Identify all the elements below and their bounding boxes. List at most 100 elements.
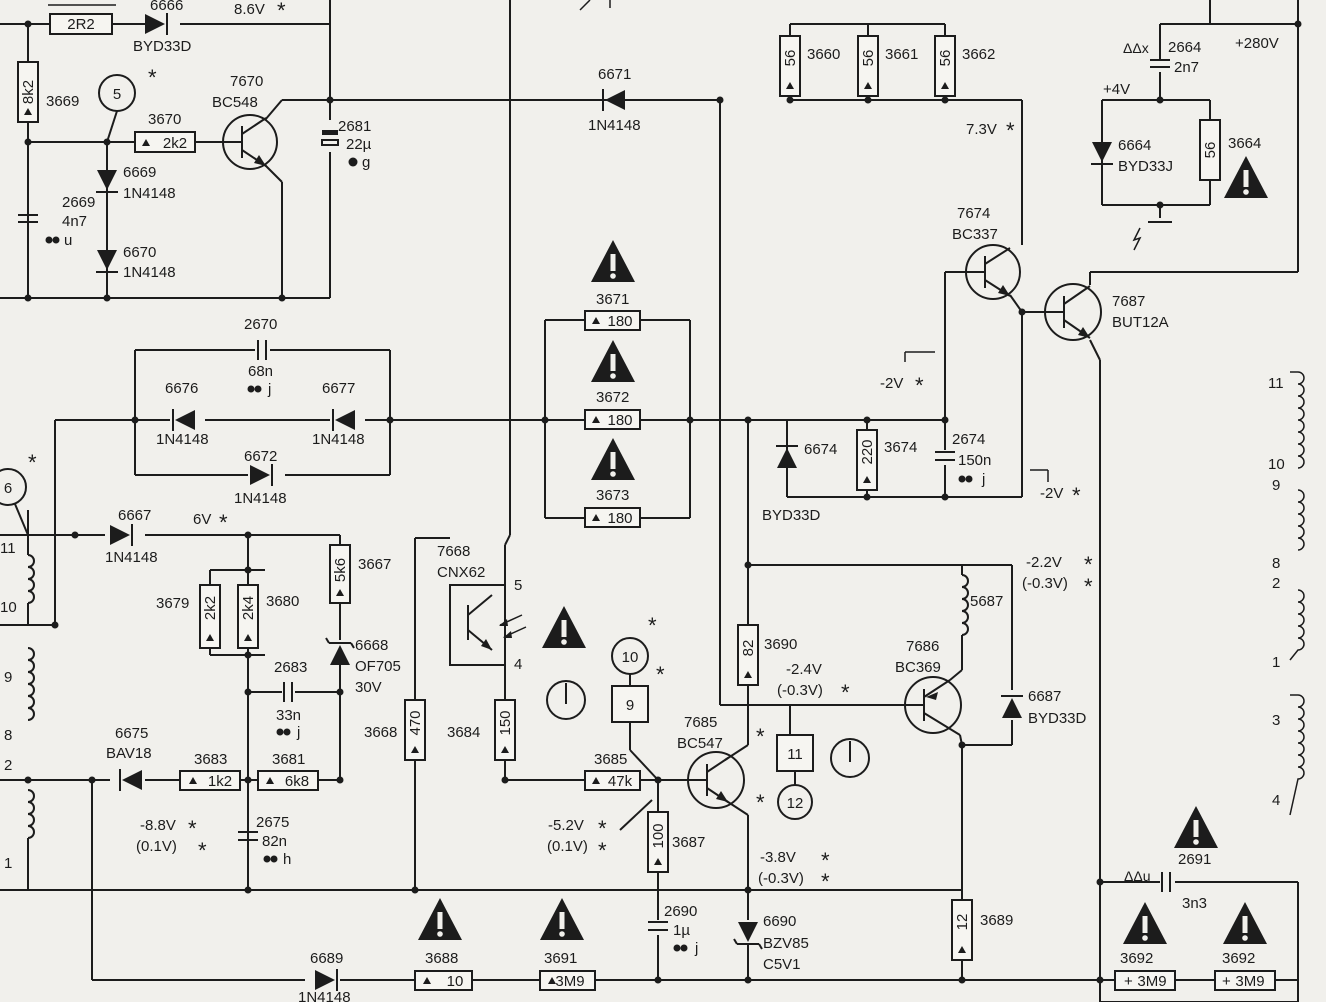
resistor-3688: 3M9 3691: [539, 950, 596, 991]
voltage-7-3v: 7.3V: [966, 121, 997, 138]
diode-6674-type: BYD33D: [762, 507, 821, 524]
diode-6676-type: 1N4148: [156, 431, 209, 448]
capacitor-2691-ref: 2691: [1178, 851, 1211, 868]
right-pin-2: 2: [1272, 575, 1280, 592]
resistor-3667-value: 5k6: [332, 558, 349, 582]
transistor-7686-type: BC369: [895, 659, 941, 676]
resistor-3685-value: 100: [650, 823, 667, 848]
resistor-3672: 180 3672: [584, 389, 641, 430]
diode-6675-type: BAV18: [106, 745, 152, 762]
node-5-label: 5: [113, 86, 121, 103]
diode-6690-ref: 6690: [763, 913, 796, 930]
inductor-5687-ref: 5687: [970, 593, 1003, 610]
diode-6664-ref: 6664: [1118, 137, 1151, 154]
resistor-3667: 5k6 3667: [329, 544, 391, 604]
resistor-3664-value: 56: [1202, 142, 1219, 159]
svg-text:*: *: [1084, 552, 1093, 577]
node-6-label: 6: [4, 480, 12, 497]
diode-6677-type: 1N4148: [312, 431, 365, 448]
resistor-3683: 6k8 3681: [257, 751, 319, 791]
diode-6667-ref: 6667: [118, 507, 151, 524]
voltage-minus-3-8v: -3.8V: [760, 849, 796, 866]
transistor-7685-type: BC547: [677, 735, 723, 752]
svg-text:*: *: [598, 838, 607, 863]
resistor-3670: 2k2 3670: [134, 111, 196, 153]
resistor-3668-value: 150: [497, 710, 514, 735]
node-12: 12: [777, 784, 813, 820]
asterisk-marks: * * * * * * * * * * * * * * * * * * * *: [28, 0, 1093, 894]
capacitor-2669-value: 4n7: [62, 213, 87, 230]
capacitor-2675-code: h: [283, 851, 291, 868]
resistor-3681: 470 3668: [364, 699, 426, 761]
voltage-minus-2v-b: -2V: [1040, 485, 1063, 502]
node-5: 5: [98, 74, 136, 143]
resistor-3662-ref: 3662: [962, 46, 995, 63]
resistor-3661: 56 3661: [857, 35, 918, 97]
resistor-3671-value: 180: [607, 313, 632, 330]
left-pin-11: 11: [0, 540, 16, 557]
resistor-3684: 47k 3685: [584, 751, 641, 791]
svg-text:*: *: [756, 790, 765, 815]
voltage-280v: +280V: [1235, 35, 1279, 52]
resistor-3660-ref: 3660: [807, 46, 840, 63]
resistor-3664-ref: 3664: [1228, 135, 1261, 152]
lightning-icon: [1132, 227, 1142, 251]
diode-6668-type: OF705: [355, 658, 401, 675]
resistor-3690: 12 3689: [951, 899, 1013, 961]
node-10-label: 10: [622, 649, 639, 666]
voltage-minus-2v-a: -2V: [880, 375, 903, 392]
capacitor-2675: 2675 82n h: [238, 814, 291, 868]
resistor-3675-ref: 3683: [194, 751, 227, 768]
capacitor-2670-value: 68n: [248, 363, 273, 380]
diode-6687-type: BYD33D: [1028, 710, 1087, 727]
svg-text:*: *: [821, 848, 830, 873]
svg-text:*: *: [219, 510, 228, 535]
svg-text:*: *: [28, 450, 37, 475]
voltage-minus-2-2v: -2.2V: [1026, 554, 1062, 571]
resistor-3668: 150 3684: [447, 699, 516, 761]
resistor-3684-ref: 3685: [594, 751, 627, 768]
svg-text:*: *: [656, 662, 665, 687]
resistor-3683-ref: 3681: [272, 751, 305, 768]
resistor-3675: 1k2 3683: [179, 751, 241, 791]
optocoupler-pin-5: 5: [514, 577, 522, 594]
diode-6668-extra: 30V: [355, 679, 382, 696]
resistor-3681-value: 470: [407, 710, 424, 735]
diode-6671-type: 1N4148: [588, 117, 641, 134]
resistor-3673-value: 180: [607, 510, 632, 527]
capacitor-2690-ref: 2690: [664, 903, 697, 920]
capacitor-2664-ref: 2664: [1168, 39, 1201, 56]
resistor-3674-ref: 3674: [884, 439, 917, 456]
voltage-0-1v-b: (0.1V): [547, 838, 588, 855]
transistor-7674-type: BC337: [952, 226, 998, 243]
voltage-minus-2-4v: -2.4V: [786, 661, 822, 678]
capacitor-2674-ref: 2674: [952, 431, 985, 448]
diode-6664-type: BYD33J: [1118, 158, 1173, 175]
capacitor-2670-ref: 2670: [244, 316, 277, 333]
voltage-minus-5-2v: -5.2V: [548, 817, 584, 834]
capacitor-2670-code: j: [267, 381, 271, 398]
diode-6664: 6664 BYD33J: [1091, 137, 1173, 175]
svg-text:*: *: [188, 816, 197, 841]
resistor-3692: + 3M9 3692: [1214, 950, 1276, 991]
diode-6677-ref: 6677: [322, 380, 355, 397]
svg-text:*: *: [148, 65, 157, 90]
node-10: 10: [611, 637, 649, 686]
resistor-3681-ref: 3668: [364, 724, 397, 741]
capacitor-2664-value: 2n7: [1174, 59, 1199, 76]
resistor-3687-ref: 3690: [764, 636, 797, 653]
capacitor-2690: 2690 1µ j: [648, 903, 698, 957]
capacitor-2670: 2670 68n j: [244, 316, 277, 398]
capacitor-2674-value: 150n: [958, 452, 991, 469]
diode-6687: 6687 BYD33D: [1001, 688, 1087, 727]
resistor-3687: 82 3690: [737, 624, 797, 686]
resistor-3690-ref: 3689: [980, 912, 1013, 929]
voltage-minus-0-3v-a: (-0.3V): [1022, 575, 1068, 592]
diode-6674-ref: 6674: [804, 441, 837, 458]
diode-6669-ref: 6669: [123, 164, 156, 181]
resistor-3692-value: 3M9: [1235, 973, 1264, 990]
node-12-label: 12: [787, 795, 804, 812]
node-box-9: 9: [611, 685, 659, 781]
right-pin-9: 9: [1272, 477, 1280, 494]
diode-6677: 6677 1N4148: [312, 380, 365, 448]
